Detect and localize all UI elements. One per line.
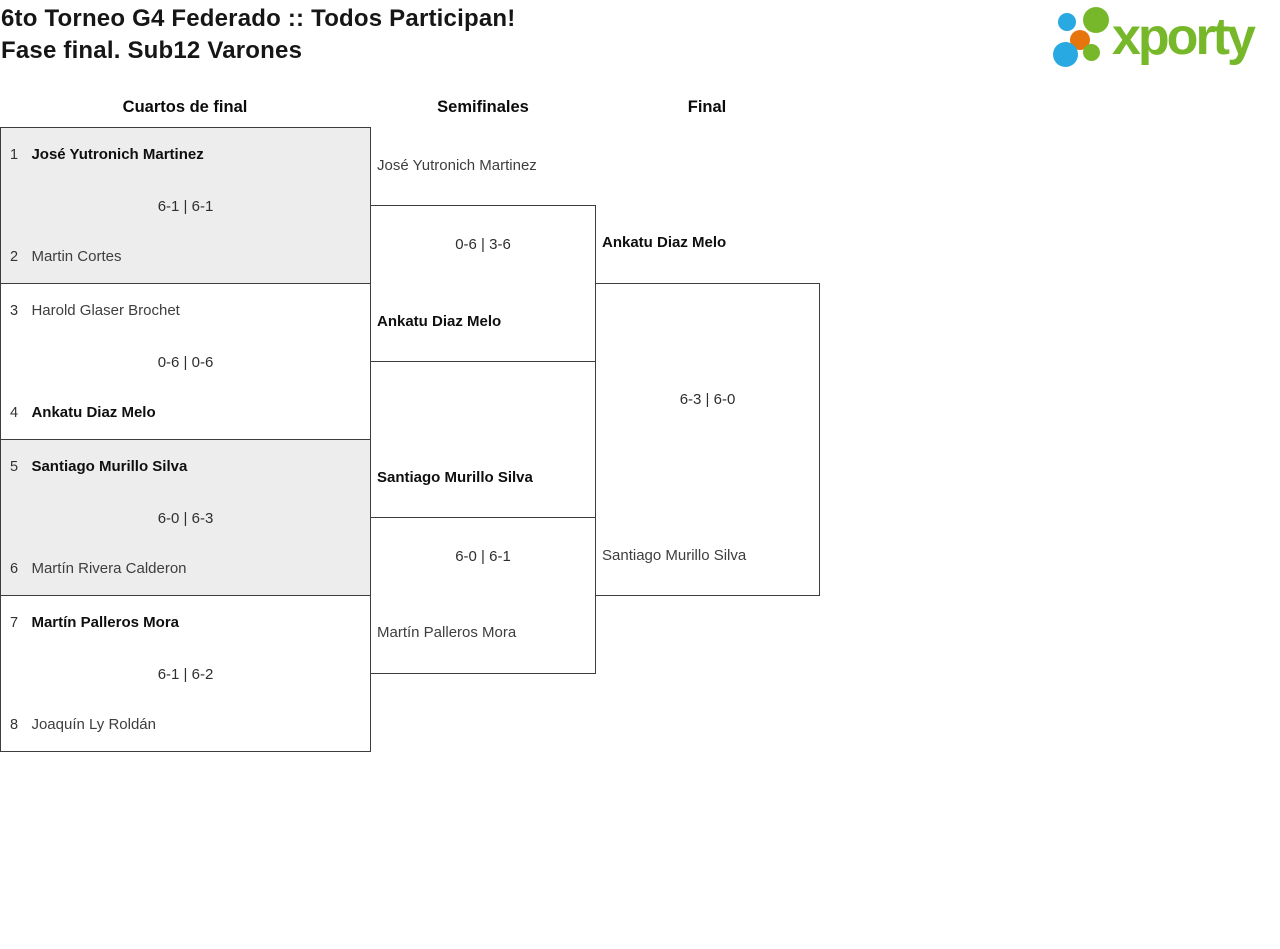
match-sf-1[interactable] <box>370 205 596 362</box>
logo-dot-orange-icon <box>1070 30 1090 50</box>
round-header-semifinales: Semifinales <box>437 98 529 116</box>
match-score: 6-1 | 6-1 <box>157 198 214 215</box>
seed-number: 4 <box>10 405 19 421</box>
page-title: 6to Torneo G4 Federado :: Todos Particip… <box>1 3 515 67</box>
match-qf-1[interactable]: 1 José Yutronich Martinez 6-1 | 6-1 2 Ma… <box>0 127 371 284</box>
logo-wordmark: xporty <box>1112 8 1256 66</box>
player-name: Martín Rivera Calderon <box>31 560 187 577</box>
player-name: Santiago Murillo Silva <box>31 458 188 475</box>
match-score: 6-3 | 6-0 <box>679 391 736 408</box>
player-name: Martín Palleros Mora <box>31 614 179 631</box>
match-sf-2[interactable] <box>370 517 596 674</box>
player-name: José Yutronich Martinez <box>377 157 537 174</box>
player-name: Martín Palleros Mora <box>377 624 517 641</box>
tournament-title: 6to Torneo G4 Federado :: Todos Particip… <box>1 5 516 32</box>
seed-number: 8 <box>10 717 19 733</box>
match-qf-2[interactable]: 3 Harold Glaser Brochet 0-6 | 0-6 4 Anka… <box>0 283 371 440</box>
player-slot: 8 Joaquín Ly Roldán <box>10 714 156 736</box>
player-slot: 6 Martín Rivera Calderon <box>10 558 187 580</box>
seed-number: 3 <box>10 303 19 319</box>
player-name: José Yutronich Martinez <box>31 146 204 163</box>
match-final[interactable] <box>595 283 820 596</box>
match-score: 0-6 | 0-6 <box>157 354 214 371</box>
seed-number: 2 <box>10 249 19 265</box>
player-slot: 7 Martín Palleros Mora <box>10 612 179 634</box>
player-name: Ankatu Diaz Melo <box>31 404 156 421</box>
match-score: 6-0 | 6-1 <box>455 548 511 565</box>
player-name: Ankatu Diaz Melo <box>602 234 727 251</box>
logo-dot-green-large-icon <box>1083 7 1109 33</box>
logo-dot-green-small-icon <box>1083 44 1100 61</box>
player-name: Ankatu Diaz Melo <box>377 313 502 330</box>
seed-number: 7 <box>10 615 19 631</box>
match-score: 6-0 | 6-3 <box>157 510 214 527</box>
player-name: Joaquín Ly Roldán <box>31 716 156 733</box>
player-name: Harold Glaser Brochet <box>31 302 180 319</box>
player-slot: 5 Santiago Murillo Silva <box>10 456 187 478</box>
match-qf-3[interactable]: 5 Santiago Murillo Silva 6-0 | 6-3 6 Mar… <box>0 439 371 596</box>
seed-number: 6 <box>10 561 19 577</box>
player-name: Santiago Murillo Silva <box>377 469 533 486</box>
logo-dot-blue-large-icon <box>1053 42 1078 67</box>
seed-number: 1 <box>10 147 19 163</box>
player-name: Martin Cortes <box>31 248 122 265</box>
xporty-logo[interactable]: xporty <box>1048 4 1272 70</box>
player-slot: 4 Ankatu Diaz Melo <box>10 402 156 424</box>
player-name: Santiago Murillo Silva <box>602 547 747 564</box>
player-slot: 3 Harold Glaser Brochet <box>10 300 180 322</box>
logo-dot-blue-small-icon <box>1058 13 1076 31</box>
tournament-subtitle: Fase final. Sub12 Varones <box>1 37 303 64</box>
player-slot: 2 Martin Cortes <box>10 246 121 268</box>
player-slot: 1 José Yutronich Martinez <box>10 144 204 166</box>
seed-number: 5 <box>10 459 19 475</box>
round-header-final: Final <box>687 98 727 116</box>
match-score: 6-1 | 6-2 <box>157 666 214 683</box>
match-qf-4[interactable]: 7 Martín Palleros Mora 6-1 | 6-2 8 Joaqu… <box>0 595 371 752</box>
round-header-cuartos: Cuartos de final <box>122 98 248 116</box>
match-score: 0-6 | 3-6 <box>455 236 511 253</box>
